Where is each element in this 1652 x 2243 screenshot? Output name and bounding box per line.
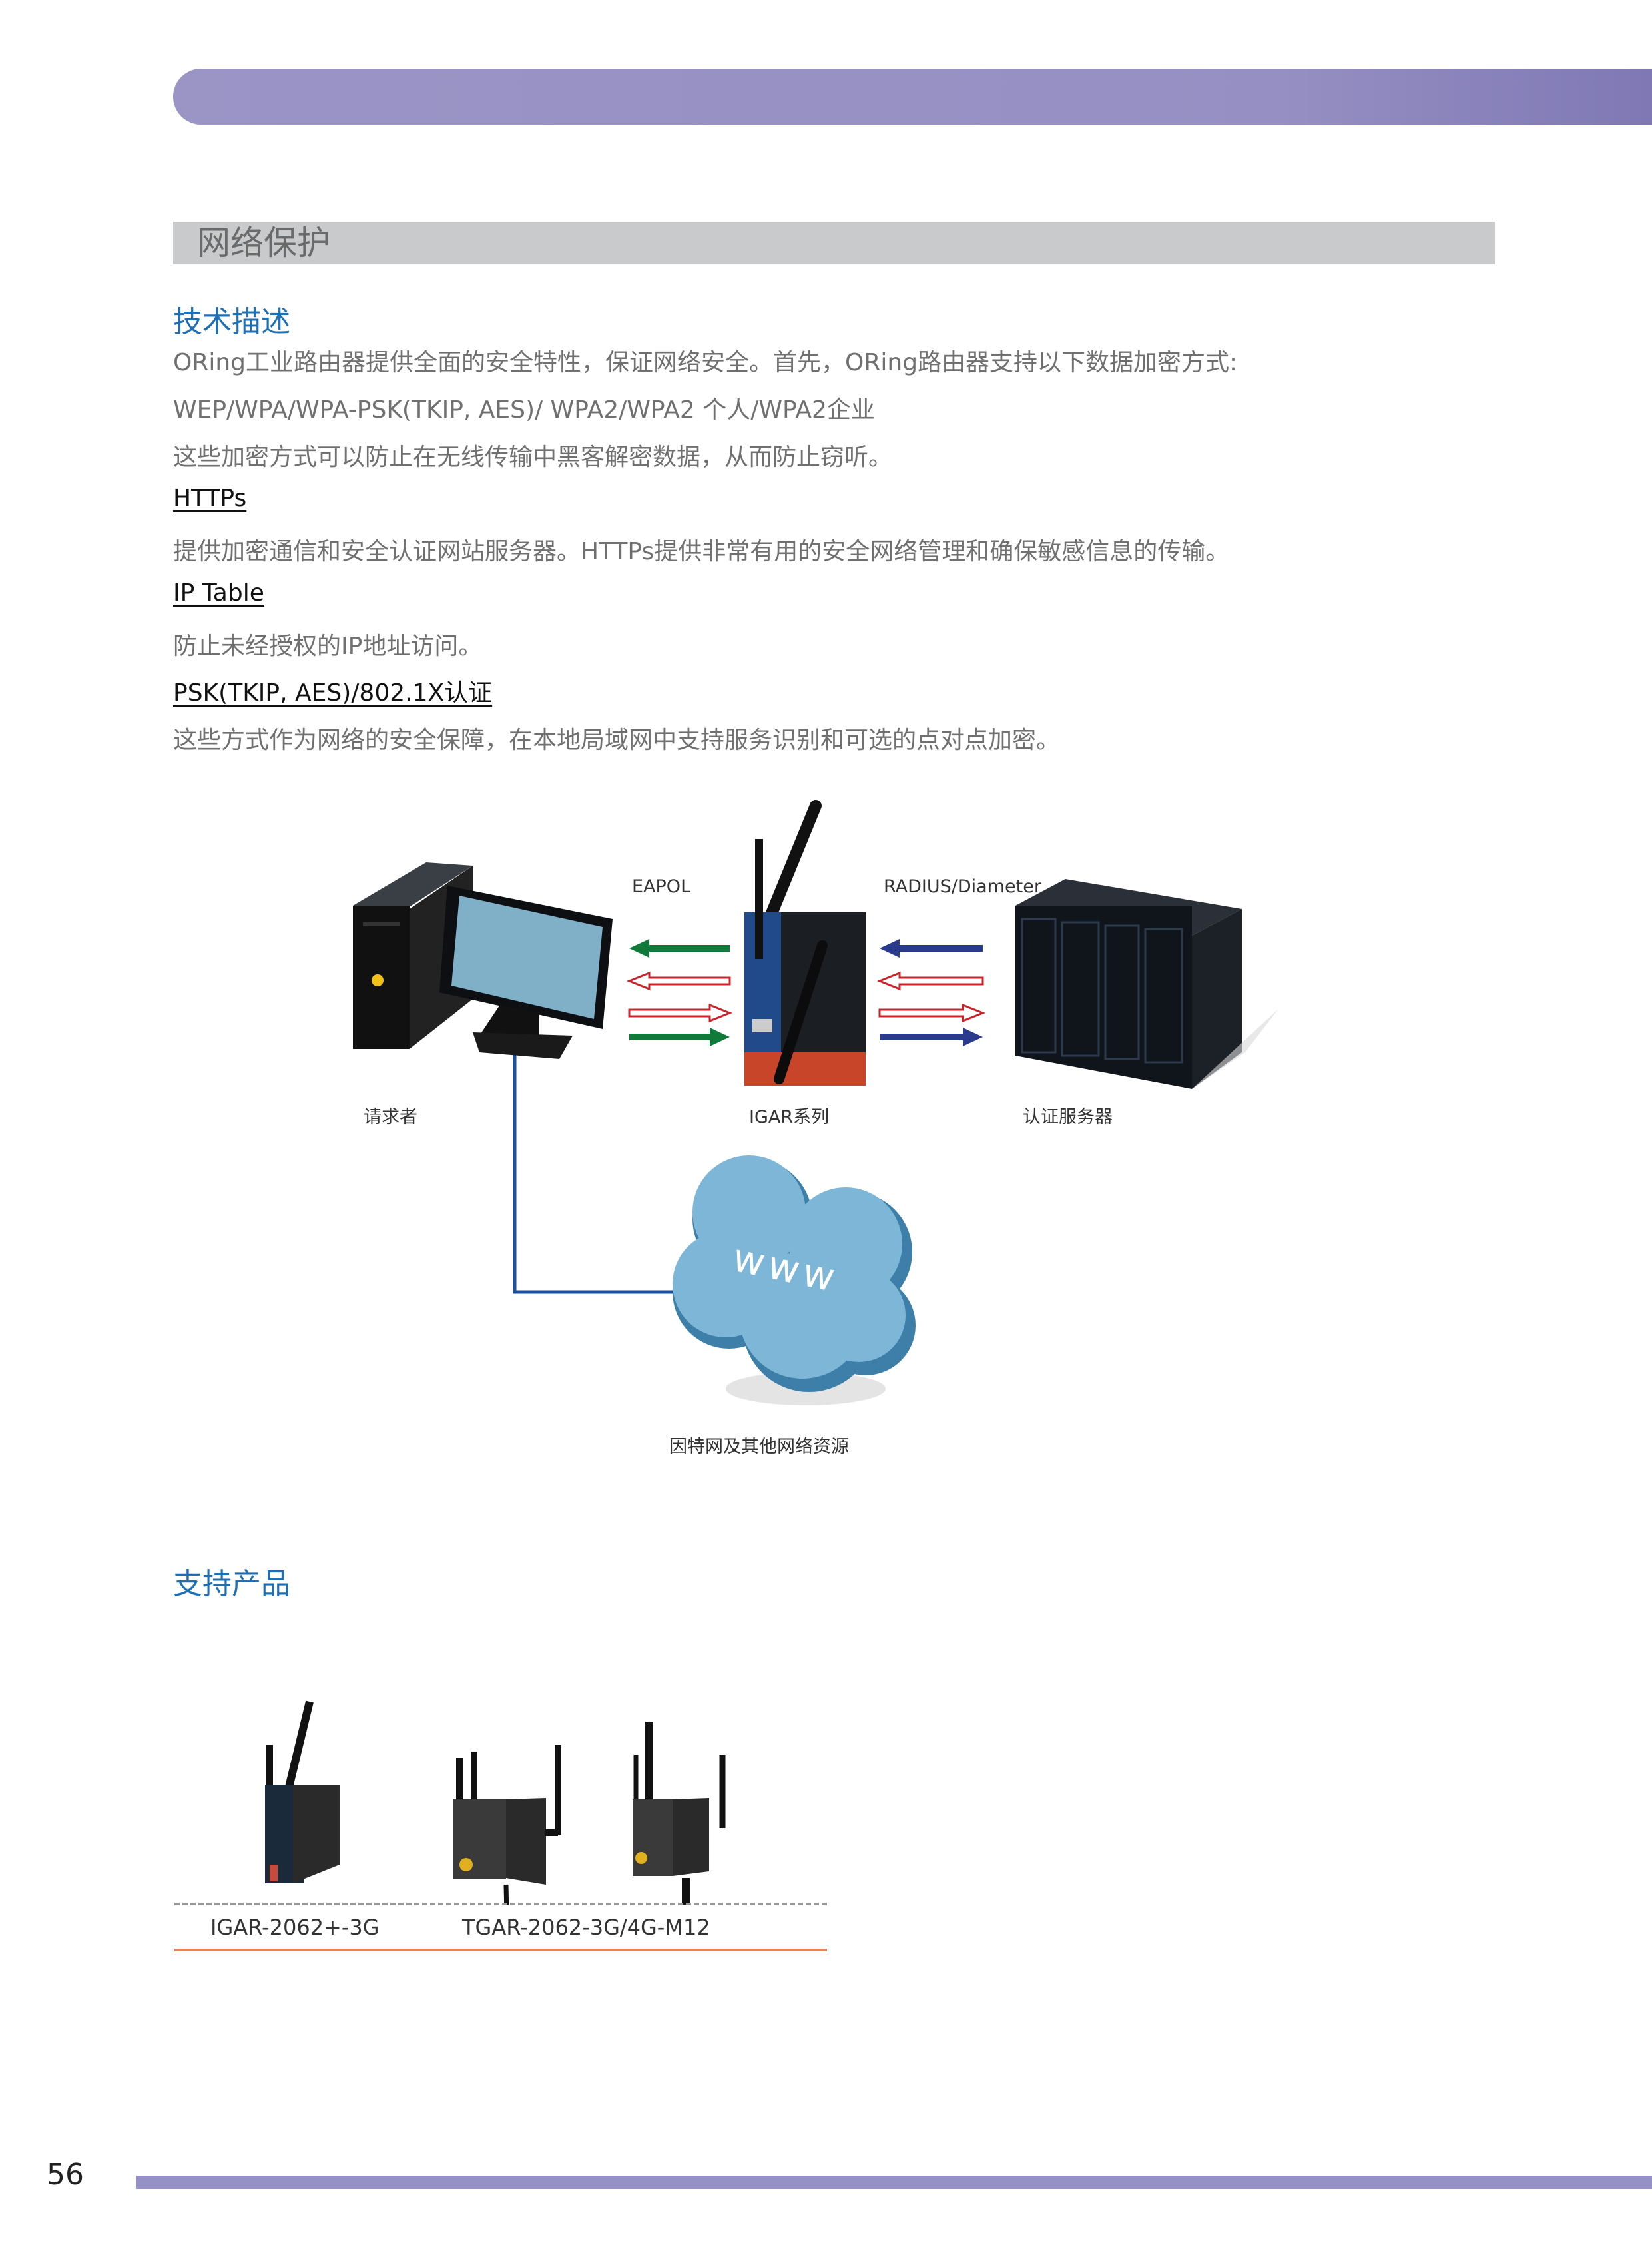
tgar-2062-image-2 [633, 1722, 726, 1905]
router-label: IGAR系列 [749, 1107, 830, 1127]
psk-text: 这些方式作为网络的安全保障，在本地局域网中支持服务识别和可选的点对点加密。 [173, 727, 1061, 754]
product-table-divider [174, 1903, 827, 1905]
eapol-arrows [626, 939, 733, 1046]
arrow-right-red [628, 1003, 733, 1023]
tech-line: WEP/WPA/WPA-PSK(TKIP, AES)/ WPA2/WPA2 个人… [173, 396, 875, 424]
radius-label: RADIUS/Diameter [884, 876, 1041, 897]
eapol-label: EAPOL [632, 876, 691, 897]
internet-label: 因特网及其他网络资源 [669, 1437, 849, 1457]
tech-heading: 技术描述 [173, 305, 290, 339]
cloud-icon [673, 1155, 916, 1405]
tech-line: ORing工业路由器提供全面的安全特性，保证网络安全。首先，ORing路由器支持… [173, 349, 1238, 376]
header-decoration-bar [173, 69, 1652, 125]
network-diagram [353, 800, 1278, 1405]
arrow-left-blue [880, 939, 983, 958]
section-band [173, 222, 1495, 264]
tech-line: 这些加密方式可以防止在无线传输中黑客解密数据，从而防止窃听。 [173, 444, 893, 471]
https-text: 提供加密通信和安全认证网站服务器。HTTPs提供非常有用的安全网络管理和确保敏感… [173, 538, 1230, 565]
arrow-left-red [876, 971, 984, 991]
arrow-right-red [878, 1003, 986, 1023]
arrow-right-green [629, 1028, 730, 1046]
product-name: IGAR-2062+-3G [210, 1915, 380, 1940]
igar-2062-image [265, 1700, 340, 1883]
product-table-bottom-rule [174, 1949, 827, 1951]
arrow-left-red [626, 971, 731, 991]
page-number: 56 [47, 2158, 84, 2192]
server-icon [1015, 879, 1278, 1089]
section-title: 网络保护 [197, 224, 330, 262]
arrow-right-blue [880, 1028, 983, 1046]
products-heading: 支持产品 [173, 1567, 290, 1601]
router-icon [744, 800, 866, 1086]
product-name: TGAR-2062-3G/4G-M12 [462, 1915, 710, 1940]
radius-arrows [876, 939, 986, 1046]
computer-icon [353, 862, 613, 1059]
supplicant-label: 请求者 [364, 1107, 417, 1127]
https-title: HTTPs [173, 485, 247, 512]
arrow-left-green [629, 939, 730, 958]
product-images [265, 1700, 726, 1905]
tgar-2062-image-1 [453, 1745, 561, 1905]
footer-decoration-bar [136, 2176, 1652, 2189]
iptable-title: IP Table [173, 579, 264, 607]
auth-server-label: 认证服务器 [1023, 1107, 1113, 1127]
connection-line [513, 1049, 689, 1294]
iptable-text: 防止未经授权的IP地址访问。 [173, 633, 483, 660]
psk-title: PSK(TKIP, AES)/802.1X认证 [173, 679, 493, 707]
